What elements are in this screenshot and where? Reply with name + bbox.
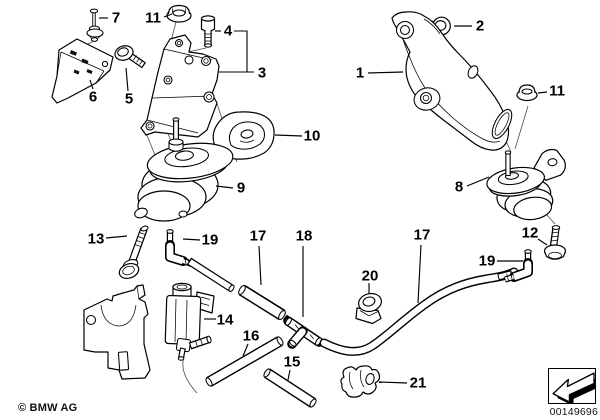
callout-3[interactable]: 3	[258, 65, 266, 82]
bracket-part-3	[140, 34, 220, 138]
callout-11[interactable]: 11	[549, 83, 565, 100]
t-connector-part-18	[283, 314, 324, 349]
bolt-part-4	[200, 15, 216, 48]
callout-6[interactable]: 6	[89, 89, 97, 106]
bolt-part-12	[543, 225, 567, 260]
tube-part-15	[263, 368, 317, 408]
callout-leader-line	[466, 176, 490, 187]
callout-leader-line	[163, 13, 173, 18]
support-pad-part-10	[212, 111, 275, 160]
callout-9[interactable]: 9	[237, 180, 245, 197]
holder-bracket	[83, 284, 151, 380]
callout-leader-line	[215, 185, 234, 189]
engine-mount-part-9	[134, 117, 234, 222]
clip-part-21	[340, 365, 381, 398]
elbow-connector-part-19-left	[165, 229, 194, 268]
callout-leader-line	[274, 134, 303, 137]
nut-part-11-right	[516, 84, 538, 102]
diagonal-arrow-icon[interactable]	[548, 368, 596, 404]
callout-4[interactable]: 4	[224, 23, 233, 40]
hose-part-17-left	[186, 257, 286, 321]
callout-18[interactable]: 18	[296, 228, 313, 245]
callout-leader-line	[242, 343, 249, 357]
callout-13[interactable]: 13	[88, 231, 105, 248]
bracket-part-1	[391, 11, 513, 151]
callout-leader-line	[182, 238, 201, 241]
callout-8[interactable]: 8	[455, 179, 463, 196]
callout-11[interactable]: 11	[145, 10, 161, 27]
callout-17[interactable]: 17	[414, 227, 431, 244]
hose-part-17-right	[319, 267, 519, 356]
bolt-part-5	[114, 45, 146, 69]
callout-10[interactable]: 10	[304, 128, 321, 145]
callout-15[interactable]: 15	[284, 354, 301, 371]
tube-part-16	[205, 336, 284, 387]
bracket-part-6	[51, 38, 114, 104]
callout-leader-line	[537, 238, 548, 246]
copyright-text: © BMW AG	[18, 402, 78, 414]
callout-leader-line	[367, 71, 404, 74]
callout-19[interactable]: 19	[202, 232, 219, 249]
callout-7[interactable]: 7	[112, 10, 120, 27]
callout-leader-line	[378, 381, 408, 384]
callout-21[interactable]: 21	[410, 375, 427, 392]
callout-2[interactable]: 2	[476, 18, 484, 35]
elbow-connector-part-19-right	[504, 249, 533, 283]
press-pin-part-7	[86, 8, 104, 42]
callout-leader-line	[417, 244, 422, 304]
clip-part-20	[355, 292, 382, 325]
callout-1[interactable]: 1	[356, 65, 364, 82]
callout-group-line	[234, 30, 248, 72]
callout-leader-line	[537, 91, 548, 94]
callout-20[interactable]: 20	[362, 268, 379, 285]
callout-leader-line	[258, 245, 262, 286]
callout-leader-line	[287, 369, 291, 381]
document-number: 00149696	[549, 406, 598, 418]
valve-part-14	[164, 282, 215, 361]
callout-leader-line	[89, 79, 94, 90]
callout-12[interactable]: 12	[522, 225, 539, 242]
callout-16[interactable]: 16	[243, 328, 260, 345]
callout-leader-line	[125, 67, 129, 92]
engine-mount-part-8	[486, 148, 566, 221]
bolt-part-13	[118, 225, 149, 280]
callout-19[interactable]: 19	[479, 253, 496, 270]
callout-14[interactable]: 14	[217, 312, 234, 329]
callout-leader-line	[105, 235, 128, 239]
callout-5[interactable]: 5	[125, 91, 133, 108]
callout-17[interactable]: 17	[250, 228, 267, 245]
nut-part-11-left	[166, 4, 192, 23]
